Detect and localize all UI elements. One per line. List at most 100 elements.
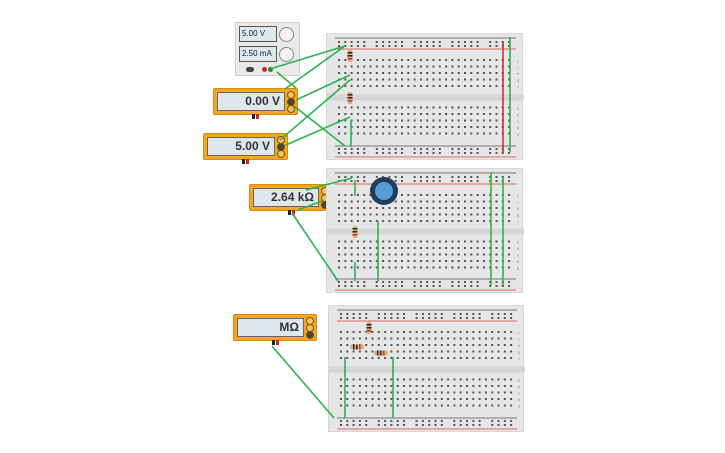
hole[interactable] [495,59,498,61]
hole[interactable] [445,200,448,203]
hole[interactable] [363,176,366,178]
hole[interactable] [371,344,374,346]
hole[interactable] [470,281,473,283]
hole[interactable] [482,260,485,262]
hole[interactable] [510,317,513,319]
hole[interactable] [382,220,385,222]
hole[interactable] [508,266,511,269]
hole[interactable] [365,313,368,315]
hole[interactable] [382,148,385,150]
hole[interactable] [413,281,416,283]
hole[interactable] [365,391,368,394]
hole[interactable] [470,85,473,87]
hole[interactable] [413,72,416,74]
hole[interactable] [419,148,422,150]
hole[interactable] [457,126,460,128]
hole[interactable] [419,72,422,74]
hole[interactable] [466,420,468,422]
hole[interactable] [438,72,441,74]
hole[interactable] [338,213,340,216]
hole[interactable] [394,266,397,269]
hole[interactable] [356,213,359,216]
hole[interactable] [338,152,340,154]
hole[interactable] [394,207,397,209]
hole[interactable] [388,240,391,243]
hole[interactable] [340,378,342,381]
hole[interactable] [451,106,454,109]
hole[interactable] [440,317,443,319]
hole[interactable] [363,148,366,150]
hole[interactable] [356,59,359,61]
hole[interactable] [377,404,380,407]
hole[interactable] [489,220,492,222]
hole[interactable] [396,385,399,387]
hole[interactable] [403,385,405,387]
hole[interactable] [338,266,340,269]
hole[interactable] [344,106,347,109]
hole[interactable] [384,420,387,422]
hole[interactable] [489,180,492,182]
hole[interactable] [358,344,361,346]
power-supply[interactable]: 5.00 V 2.50 mA [235,22,300,76]
hole[interactable] [352,313,355,315]
hole[interactable] [344,220,347,222]
hole[interactable] [338,281,340,283]
hole[interactable] [344,132,347,135]
hole[interactable] [457,281,460,283]
hole[interactable] [350,132,353,135]
hole[interactable] [501,180,504,182]
hole[interactable] [451,119,454,122]
hole[interactable] [440,357,443,359]
hole[interactable] [457,247,460,249]
hole[interactable] [501,152,504,154]
hole[interactable] [482,85,485,87]
hole[interactable] [369,113,372,115]
hole[interactable] [428,313,431,315]
hole[interactable] [501,59,504,61]
hole[interactable] [419,281,422,283]
hole[interactable] [482,106,485,109]
hole[interactable] [365,357,368,359]
hole[interactable] [409,357,412,359]
hole[interactable] [478,391,481,394]
hole[interactable] [451,194,454,196]
hole[interactable] [470,106,473,109]
hole[interactable] [510,350,513,353]
hole[interactable] [375,148,378,150]
hole[interactable] [503,350,506,353]
hole[interactable] [344,85,347,87]
hole[interactable] [338,148,340,150]
hole[interactable] [390,357,393,359]
hole[interactable] [501,113,504,115]
hole[interactable] [388,213,391,216]
hole[interactable] [484,391,487,394]
hole[interactable] [482,59,485,61]
hole[interactable] [464,180,466,182]
hole[interactable] [451,72,454,74]
hole[interactable] [501,260,504,262]
hole[interactable] [401,220,403,222]
hole[interactable] [438,41,441,43]
hole[interactable] [394,260,397,262]
hole[interactable] [350,119,353,122]
hole[interactable] [388,119,391,122]
hole[interactable] [501,45,504,47]
hole[interactable] [426,240,429,243]
hole[interactable] [476,41,479,43]
hole[interactable] [390,424,393,426]
hole[interactable] [363,285,366,287]
hole[interactable] [432,152,435,154]
hole[interactable] [350,126,353,128]
hole[interactable] [497,331,500,333]
hole[interactable] [401,132,403,135]
hole[interactable] [419,113,422,115]
hole[interactable] [510,391,513,394]
hole[interactable] [384,404,387,407]
hole[interactable] [491,424,494,426]
hole[interactable] [489,281,492,283]
hole[interactable] [445,78,448,81]
hole[interactable] [346,317,349,319]
hole[interactable] [350,266,353,269]
hole[interactable] [350,85,353,87]
hole[interactable] [426,113,429,115]
